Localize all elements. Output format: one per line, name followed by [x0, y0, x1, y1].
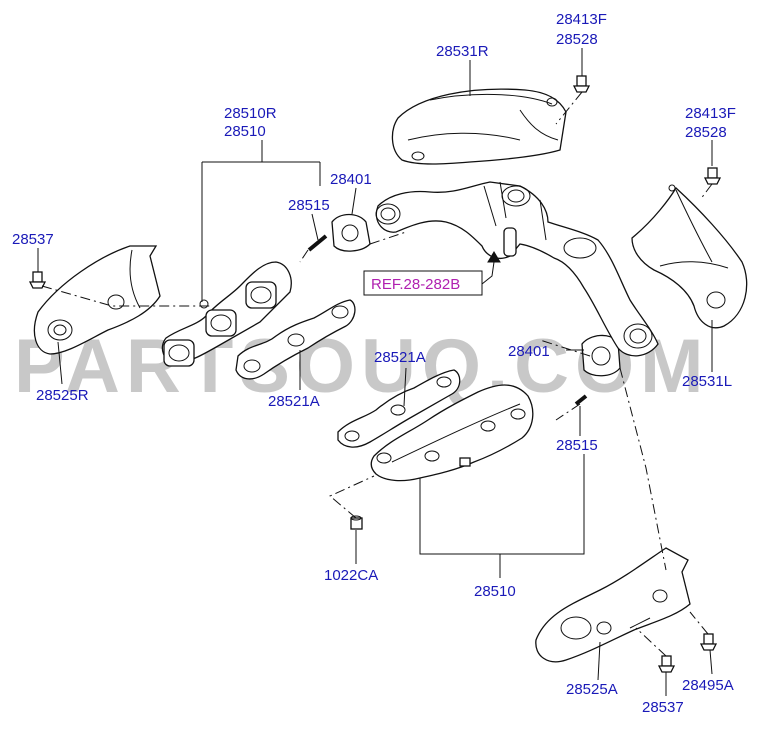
gasket-28401-upper	[331, 213, 371, 252]
crossover-pipe	[375, 181, 659, 357]
heat-shield-28525a	[535, 547, 691, 663]
dash-line-nut	[329, 475, 375, 519]
label-28413f-right: 28413F	[685, 105, 736, 122]
bolt-right	[703, 167, 722, 185]
dash-line-bolt-top	[555, 91, 583, 125]
label-28515-right: 28515	[556, 437, 598, 454]
reference-label: REF.28-282B	[371, 276, 460, 293]
stud-28515-right	[574, 394, 588, 406]
bolt-top	[572, 75, 591, 93]
dash-line-gasket-upper	[369, 231, 407, 245]
dash-line-bolt-right	[699, 183, 713, 201]
dash-line-stud-right	[555, 403, 581, 421]
label-28521a-left: 28521A	[268, 393, 320, 410]
label-28528-top: 28528	[556, 31, 598, 48]
label-28537-left: 28537	[12, 231, 54, 248]
dash-line-bolt-28495a	[689, 611, 709, 635]
label-28510r: 28510R	[224, 105, 277, 122]
heat-shield-28531l	[631, 184, 748, 329]
label-28525a: 28525A	[566, 681, 618, 698]
label-28510-lower: 28510	[474, 583, 516, 600]
heat-shield-28525r	[33, 245, 161, 355]
nut-1022ca	[350, 515, 363, 530]
dash-line-bolt-bottom	[635, 627, 667, 657]
label-28528-right: 28528	[685, 124, 727, 141]
label-28521a-mid: 28521A	[374, 349, 426, 366]
label-28525r: 28525R	[36, 387, 89, 404]
gasket-28521a-mid	[337, 369, 461, 448]
dash-line-pipe-right	[539, 339, 591, 357]
label-28401-right: 28401	[508, 343, 550, 360]
label-1022ca: 1022CA	[324, 567, 378, 584]
stud-28515-upper	[307, 234, 328, 252]
label-28515-upper: 28515	[288, 197, 330, 214]
label-28510-upper: 28510	[224, 123, 266, 140]
reference-box	[363, 270, 483, 296]
exhaust-manifold-28510-lower	[370, 384, 534, 482]
label-28537-bottom: 28537	[642, 699, 684, 716]
dash-line-gasket-right	[619, 367, 667, 571]
dash-line-left-shield	[41, 285, 212, 307]
dash-line-stud-upper	[299, 249, 309, 263]
label-28413f-top: 28413F	[556, 11, 607, 28]
label-28401-upper: 28401	[330, 171, 372, 188]
label-28531r: 28531R	[436, 43, 489, 60]
bolt-left	[28, 271, 47, 289]
exhaust-manifold-28510-upper	[161, 261, 292, 367]
heat-shield-28531r	[391, 88, 567, 165]
bolt-28495a	[699, 633, 718, 651]
bolt-bottom-28537	[657, 655, 676, 673]
gasket-28521a-left	[235, 299, 356, 380]
label-28495a: 28495A	[682, 677, 734, 694]
leader-lines	[37, 48, 713, 696]
label-28531l: 28531L	[682, 373, 732, 390]
